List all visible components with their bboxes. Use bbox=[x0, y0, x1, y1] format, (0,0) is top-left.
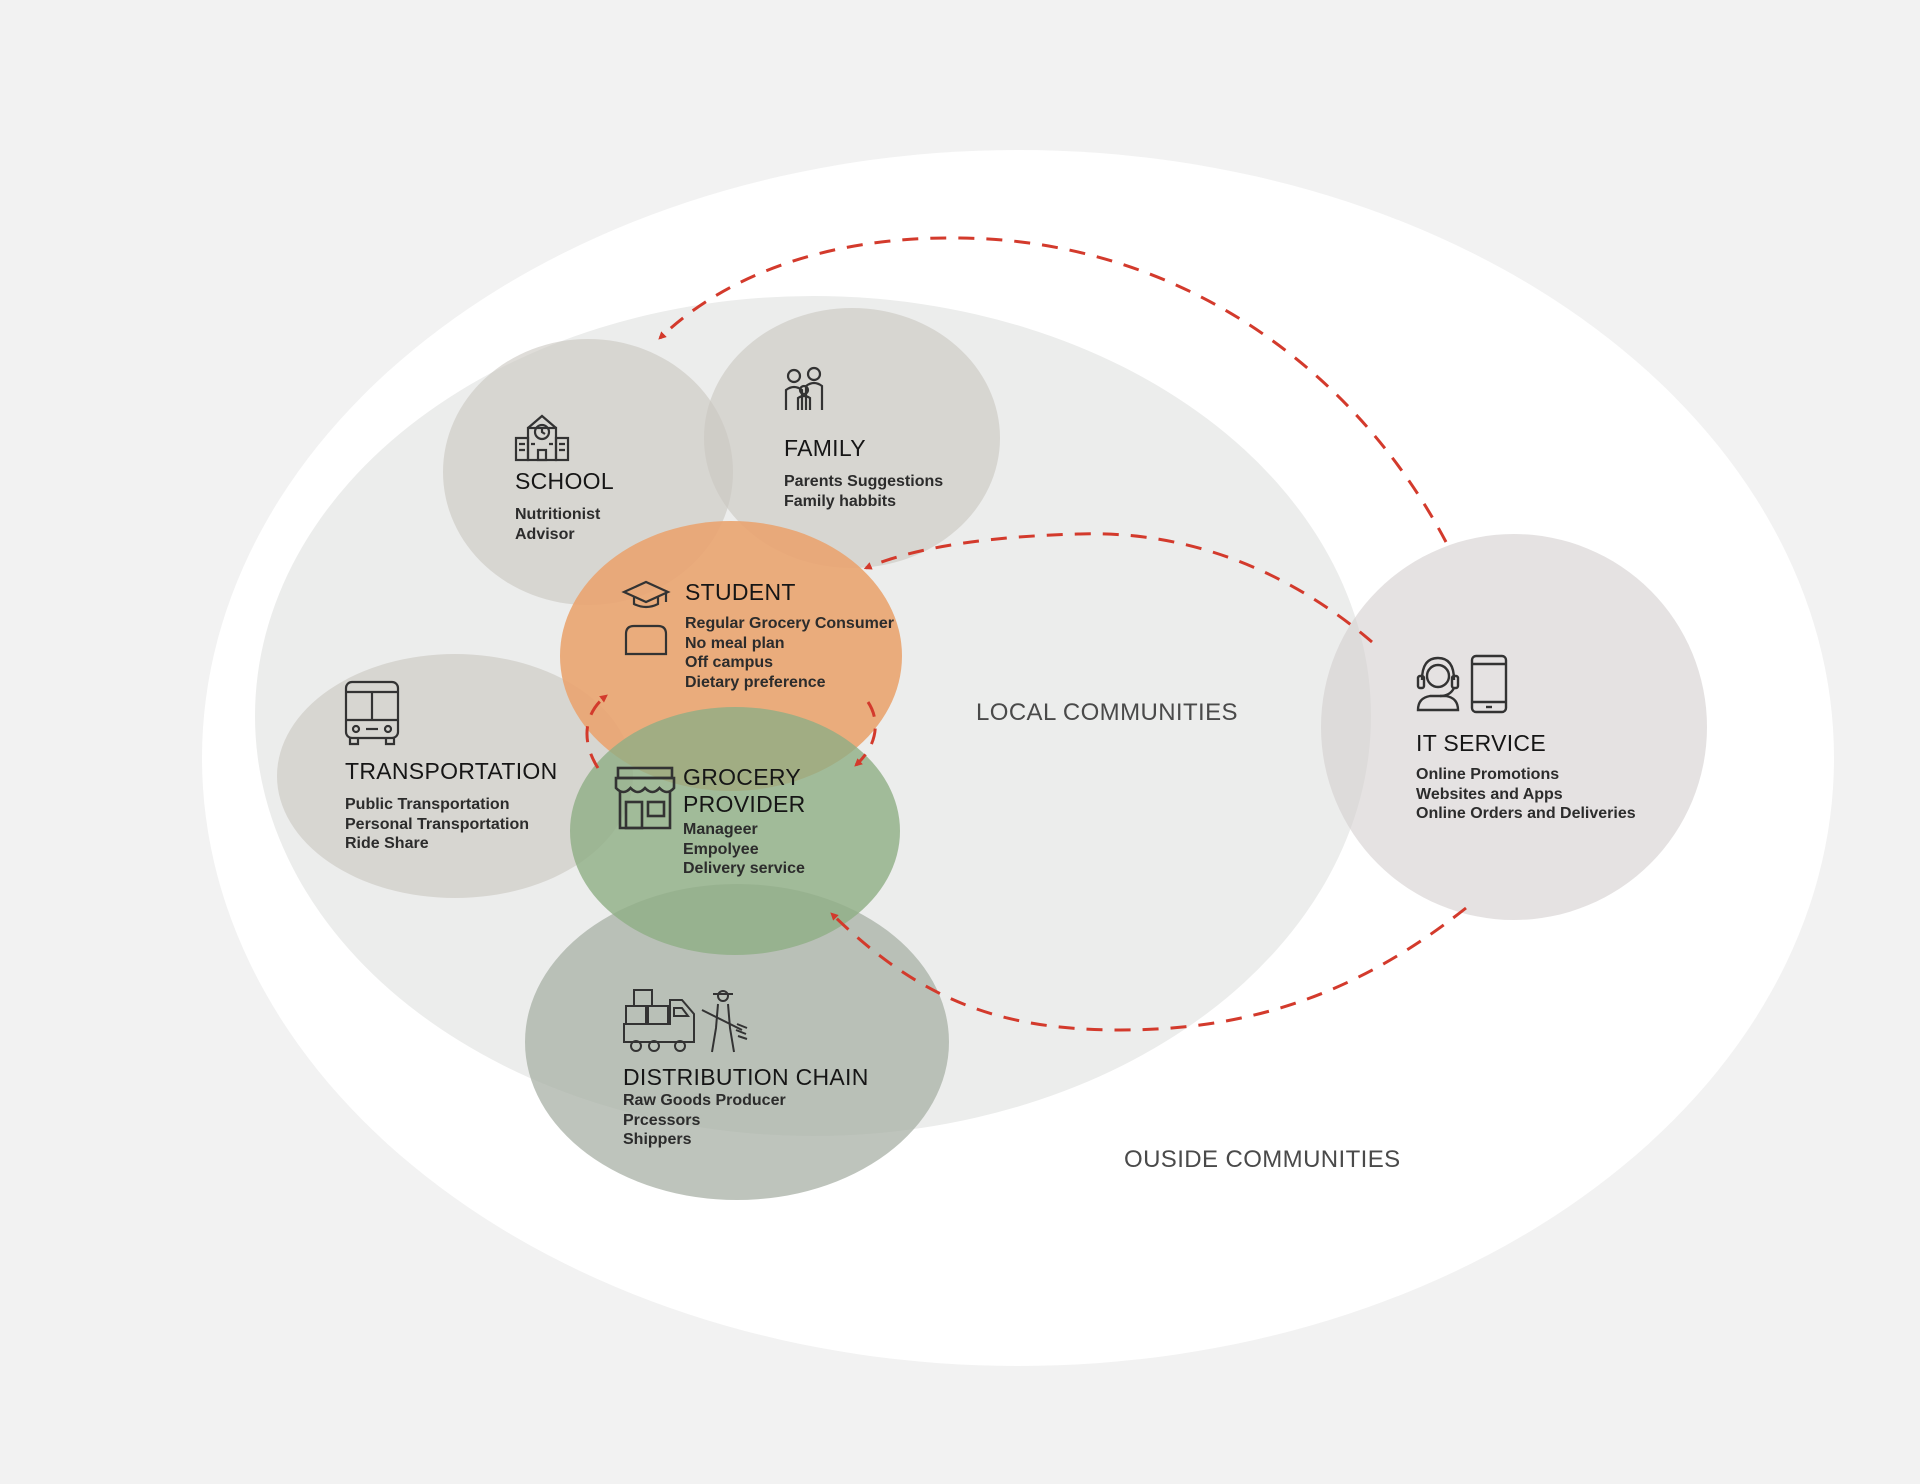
family-node: FAMILY Parents Suggestions Family habbit… bbox=[784, 435, 943, 511]
school-item: Advisor bbox=[515, 525, 575, 543]
school-building-icon bbox=[514, 414, 570, 462]
distribution-title: DISTRIBUTION CHAIN bbox=[623, 1064, 869, 1090]
truck-farmer-icon bbox=[623, 989, 748, 1053]
distribution-item: Shippers bbox=[623, 1131, 692, 1148]
bus-icon bbox=[344, 680, 400, 746]
local-communities-label: LOCAL COMMUNITIES bbox=[976, 699, 1238, 726]
family-icon bbox=[784, 366, 824, 410]
grocery-node: GROCERY PROVIDER Manageer Empolyee Deliv… bbox=[683, 764, 806, 879]
it-service-item: Websites and Apps bbox=[1416, 785, 1563, 803]
distribution-node: DISTRIBUTION CHAIN Raw Goods Producer Pr… bbox=[623, 1064, 869, 1150]
student-item: Regular Grocery Consumer bbox=[685, 615, 894, 632]
school-item: Nutritionist bbox=[515, 506, 601, 523]
family-item: Family habbits bbox=[784, 492, 897, 510]
transportation-item: Public Transportation bbox=[345, 796, 510, 813]
student-title: STUDENT bbox=[685, 579, 796, 605]
grocery-item: Manageer bbox=[683, 821, 758, 838]
family-item: Parents Suggestions bbox=[784, 473, 944, 490]
transportation-item: Personal Transportation bbox=[345, 815, 530, 833]
it-service-item: Online Promotions bbox=[1416, 766, 1560, 783]
family-title: FAMILY bbox=[784, 435, 866, 461]
arrow-student-to-grocery bbox=[854, 701, 877, 767]
it-service-node: IT SERVICE Online Promotions Websites an… bbox=[1416, 730, 1636, 824]
family-circle bbox=[704, 308, 1000, 568]
it-service-title: IT SERVICE bbox=[1416, 730, 1546, 756]
grocery-title-line1: GROCERY bbox=[683, 764, 801, 790]
student-node: STUDENT Regular Grocery Consumer No meal… bbox=[685, 579, 894, 692]
outside-communities-label: OUSIDE COMMUNITIES bbox=[1124, 1146, 1401, 1173]
student-item: No meal plan bbox=[685, 634, 785, 652]
storefront-icon bbox=[614, 766, 676, 830]
transportation-node: TRANSPORTATION Public Transportation Per… bbox=[345, 758, 558, 854]
arrow-it-to-grocery bbox=[830, 906, 1467, 1032]
it-service-circle bbox=[1321, 534, 1707, 920]
grocery-item: Delivery service bbox=[683, 860, 805, 877]
arrow-grocery-to-student bbox=[585, 694, 608, 769]
arrow-it-to-school bbox=[658, 236, 1448, 543]
graduate-student-icon bbox=[621, 580, 671, 656]
distribution-circle bbox=[525, 884, 949, 1200]
transportation-circle bbox=[277, 654, 633, 898]
student-item: Dietary preference bbox=[685, 673, 826, 691]
student-item: Off campus bbox=[685, 654, 774, 671]
grocery-title-line2: PROVIDER bbox=[683, 791, 806, 817]
transportation-item: Ride Share bbox=[345, 835, 429, 852]
transportation-title: TRANSPORTATION bbox=[345, 758, 558, 784]
distribution-item: Raw Goods Producer bbox=[623, 1092, 786, 1109]
grocery-item: Empolyee bbox=[683, 840, 759, 858]
support-phone-icon bbox=[1416, 654, 1508, 714]
it-service-item: Online Orders and Deliveries bbox=[1416, 805, 1636, 822]
distribution-item: Prcessors bbox=[623, 1111, 701, 1129]
school-node: SCHOOL Nutritionist Advisor bbox=[515, 468, 614, 544]
school-title: SCHOOL bbox=[515, 468, 614, 494]
